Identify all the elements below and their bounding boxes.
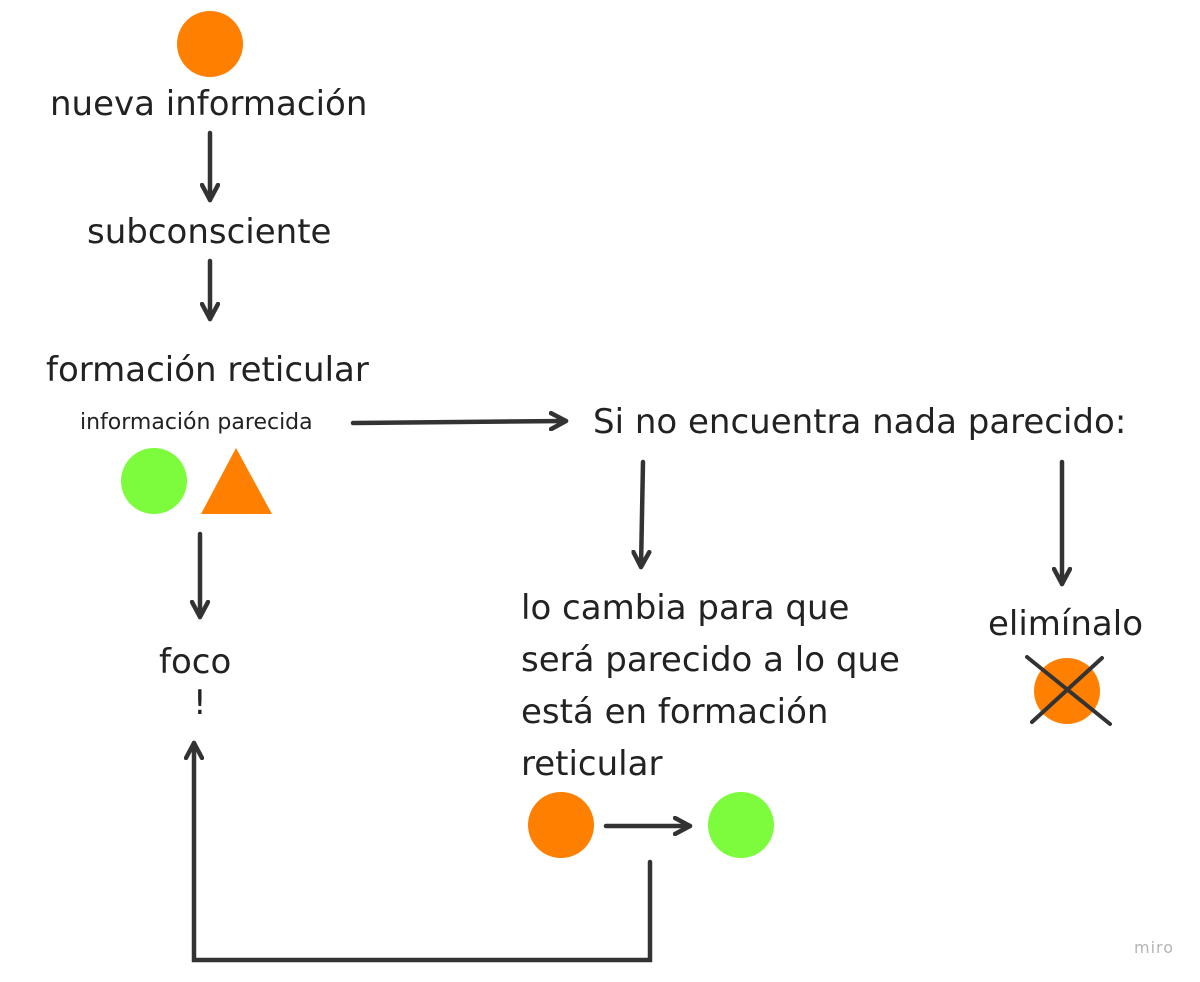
green-circle-similar	[121, 448, 187, 514]
orange-circle-change	[528, 792, 594, 858]
arrow-nothing-to-change	[641, 459, 643, 570]
change-line: reticular	[521, 744, 663, 784]
label-exclamation: !	[193, 683, 207, 723]
change-line: está en formación	[521, 692, 829, 732]
label-change-text: lo cambia para que será parecido a lo qu…	[521, 582, 941, 790]
label-focus: foco	[159, 642, 232, 682]
orange-triangle	[201, 448, 272, 514]
label-new-info: nueva información	[50, 84, 368, 124]
label-if-nothing-similar: Si no encuentra nada parecido:	[593, 402, 1127, 442]
arrow-loop-back-to-focus	[194, 740, 653, 963]
label-subconscious: subconsciente	[87, 212, 332, 252]
green-circle-change	[708, 792, 774, 858]
label-eliminate: elimínalo	[988, 604, 1144, 644]
cross-icon	[1025, 655, 1112, 726]
arrow-similar-to-nothing	[350, 421, 569, 423]
label-similar-info: información parecida	[80, 410, 313, 435]
orange-circle-top	[177, 11, 243, 77]
change-line: lo cambia para que	[521, 588, 850, 628]
miro-watermark: miro	[1134, 938, 1175, 957]
change-line: será parecido a lo que	[521, 640, 900, 680]
label-reticular-formation: formación reticular	[46, 350, 369, 390]
